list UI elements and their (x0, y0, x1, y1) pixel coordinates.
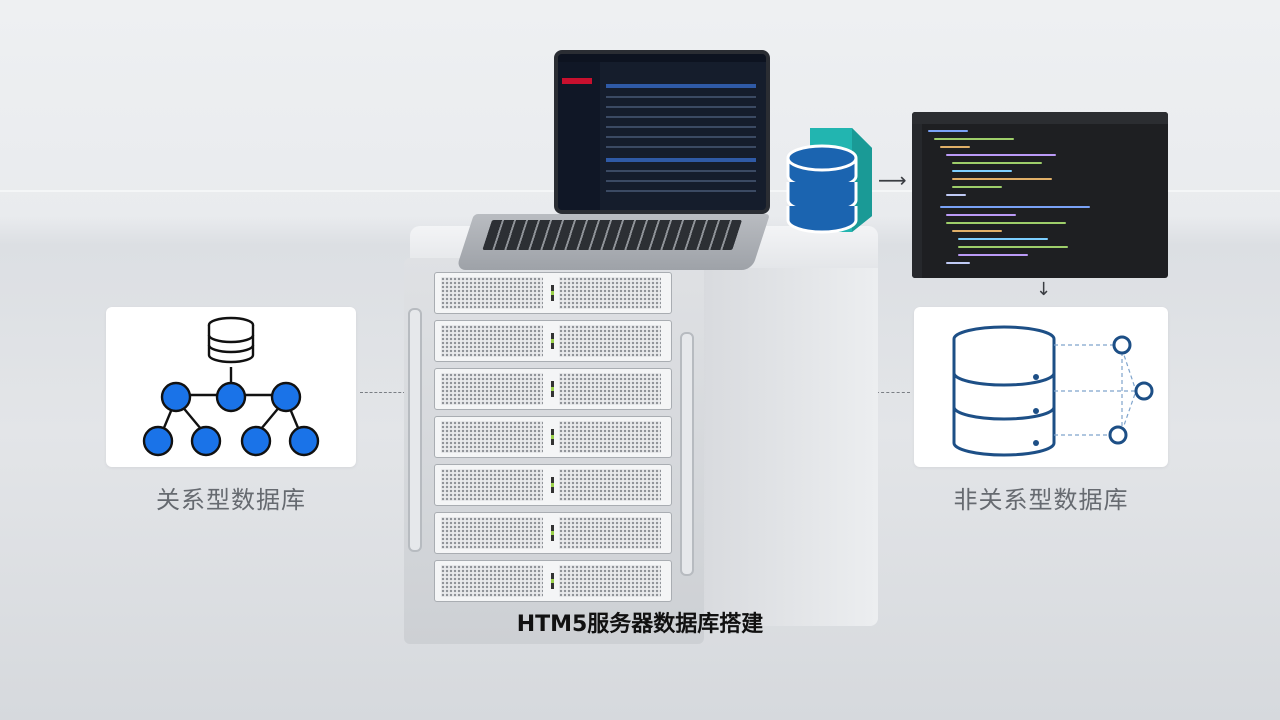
laptop-base (455, 214, 770, 270)
database-stack-icon (786, 128, 872, 234)
drive-bay (434, 416, 672, 458)
database-tree-icon (142, 316, 320, 457)
right-handle (680, 332, 694, 576)
non-relational-card (914, 307, 1168, 467)
drive-bay (434, 272, 672, 314)
server-front-panel (404, 258, 704, 644)
drive-bay (434, 512, 672, 554)
drive-bay (434, 464, 672, 506)
drive-bay (434, 320, 672, 362)
laptop-screen (554, 50, 770, 214)
drive-bay (434, 368, 672, 410)
non-relational-caption: 非关系型数据库 (953, 486, 1129, 514)
connector-left (360, 392, 406, 393)
drive-bay (434, 560, 672, 602)
connector-right (850, 392, 910, 393)
server-side-panel (700, 226, 878, 626)
relational-card (106, 307, 356, 467)
database-nodes-icon (952, 325, 1154, 457)
arrow-down: ↓ (1036, 279, 1052, 300)
relational-caption: 关系型数据库 (156, 486, 306, 514)
page-title: HTM5服务器数据库搭建 (516, 612, 764, 637)
code-editor-window (912, 112, 1168, 278)
arrow-right: ⟶ (878, 168, 907, 192)
left-handle (408, 308, 422, 552)
